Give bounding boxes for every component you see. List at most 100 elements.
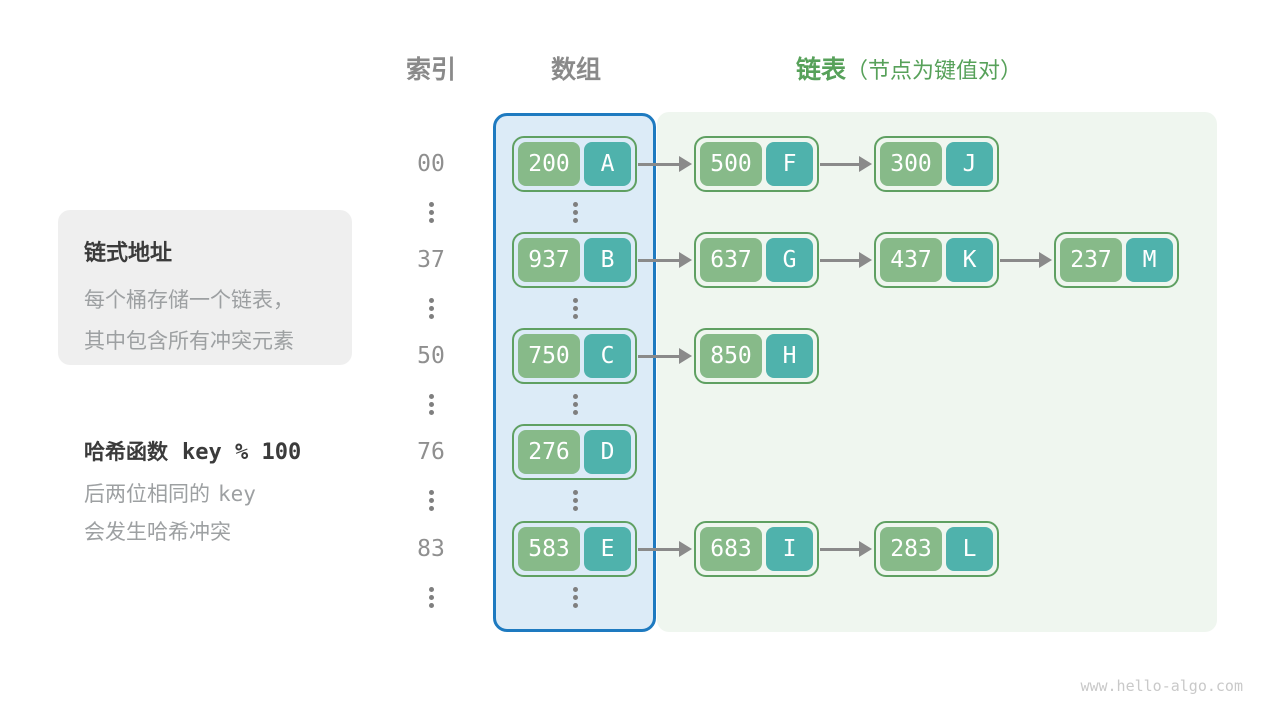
node-key: 437	[880, 238, 942, 282]
ellipsis-dot	[428, 587, 434, 592]
node-key: 637	[700, 238, 762, 282]
node-key: 683	[700, 527, 762, 571]
next-pointer-arrow	[1000, 252, 1052, 268]
ellipsis-dot	[428, 595, 434, 600]
header-index-label: 索引	[405, 56, 456, 84]
ellipsis-dot	[572, 490, 578, 495]
node-key: 500	[700, 142, 762, 186]
node-value: M	[1126, 238, 1173, 282]
vertical-ellipsis	[572, 587, 578, 608]
arrow-head	[679, 348, 692, 364]
ellipsis-dot	[428, 210, 434, 215]
arrow-shaft	[1000, 258, 1043, 262]
header-array-label: 数组	[550, 56, 601, 84]
node-value: E	[584, 527, 631, 571]
hash-conflict-note-line-2: 会发生哈希冲突	[84, 521, 231, 544]
ellipsis-dot	[428, 410, 434, 415]
node-key: 200	[518, 142, 580, 186]
vertical-ellipsis	[572, 202, 578, 223]
next-pointer-arrow	[638, 252, 692, 268]
conflict-note-text: 后两位相同的	[84, 483, 210, 506]
ellipsis-dot	[428, 603, 434, 608]
arrow-head	[859, 252, 872, 268]
ellipsis-dot	[572, 587, 578, 592]
next-pointer-arrow	[820, 252, 872, 268]
node-value: C	[584, 334, 631, 378]
bucket-index-label: 50	[417, 343, 445, 369]
next-pointer-arrow	[820, 541, 872, 557]
bucket-index-label: 00	[417, 151, 445, 177]
ellipsis-dot	[428, 402, 434, 407]
list-label-note: （节点为键值对）	[846, 58, 1023, 83]
ellipsis-dot	[572, 202, 578, 207]
next-pointer-arrow	[638, 348, 692, 364]
arrow-head	[859, 156, 872, 172]
bucket-index-label: 37	[417, 247, 445, 273]
arrow-shaft	[820, 258, 863, 262]
chaining-note-title: 链式地址	[84, 240, 173, 265]
arrow-shaft	[638, 547, 683, 551]
ellipsis-dot	[572, 603, 578, 608]
vertical-ellipsis	[428, 490, 434, 511]
ellipsis-dot	[572, 314, 578, 319]
vertical-ellipsis	[428, 202, 434, 223]
ellipsis-dot	[572, 402, 578, 407]
node-value: J	[946, 142, 993, 186]
ellipsis-dot	[572, 506, 578, 511]
ellipsis-dot	[428, 314, 434, 319]
next-pointer-arrow	[638, 541, 692, 557]
node-value: F	[766, 142, 813, 186]
vertical-ellipsis	[428, 298, 434, 319]
ellipsis-dot	[428, 298, 434, 303]
ellipsis-dot	[572, 595, 578, 600]
node-key: 850	[700, 334, 762, 378]
node-key: 937	[518, 238, 580, 282]
bucket-index-label: 83	[417, 536, 445, 562]
node-key: 300	[880, 142, 942, 186]
next-pointer-arrow	[820, 156, 872, 172]
arrow-shaft	[820, 162, 863, 166]
node-key: 750	[518, 334, 580, 378]
node-value: G	[766, 238, 813, 282]
ellipsis-dot	[428, 202, 434, 207]
ellipsis-dot	[572, 306, 578, 311]
node-key: 283	[880, 527, 942, 571]
arrow-shaft	[820, 547, 863, 551]
vertical-ellipsis	[572, 394, 578, 415]
arrow-head	[859, 541, 872, 557]
node-value: L	[946, 527, 993, 571]
arrow-head	[679, 252, 692, 268]
next-pointer-arrow	[638, 156, 692, 172]
ellipsis-dot	[428, 218, 434, 223]
node-value: B	[584, 238, 631, 282]
vertical-ellipsis	[572, 298, 578, 319]
ellipsis-dot	[428, 498, 434, 503]
vertical-ellipsis	[428, 394, 434, 415]
bucket-index-label: 76	[417, 439, 445, 465]
ellipsis-dot	[572, 298, 578, 303]
node-key: 583	[518, 527, 580, 571]
hash-function-code: key % 100	[182, 440, 302, 465]
watermark: www.hello-algo.com	[1080, 677, 1243, 695]
arrow-shaft	[638, 354, 683, 358]
ellipsis-dot	[428, 394, 434, 399]
node-value: I	[766, 527, 813, 571]
conflict-note-code: key	[218, 482, 256, 506]
vertical-ellipsis	[572, 490, 578, 511]
arrow-head	[1039, 252, 1052, 268]
ellipsis-dot	[428, 506, 434, 511]
chaining-note-line-1: 每个桶存储一个链表，	[84, 289, 294, 312]
node-key: 276	[518, 430, 580, 474]
vertical-ellipsis	[428, 587, 434, 608]
